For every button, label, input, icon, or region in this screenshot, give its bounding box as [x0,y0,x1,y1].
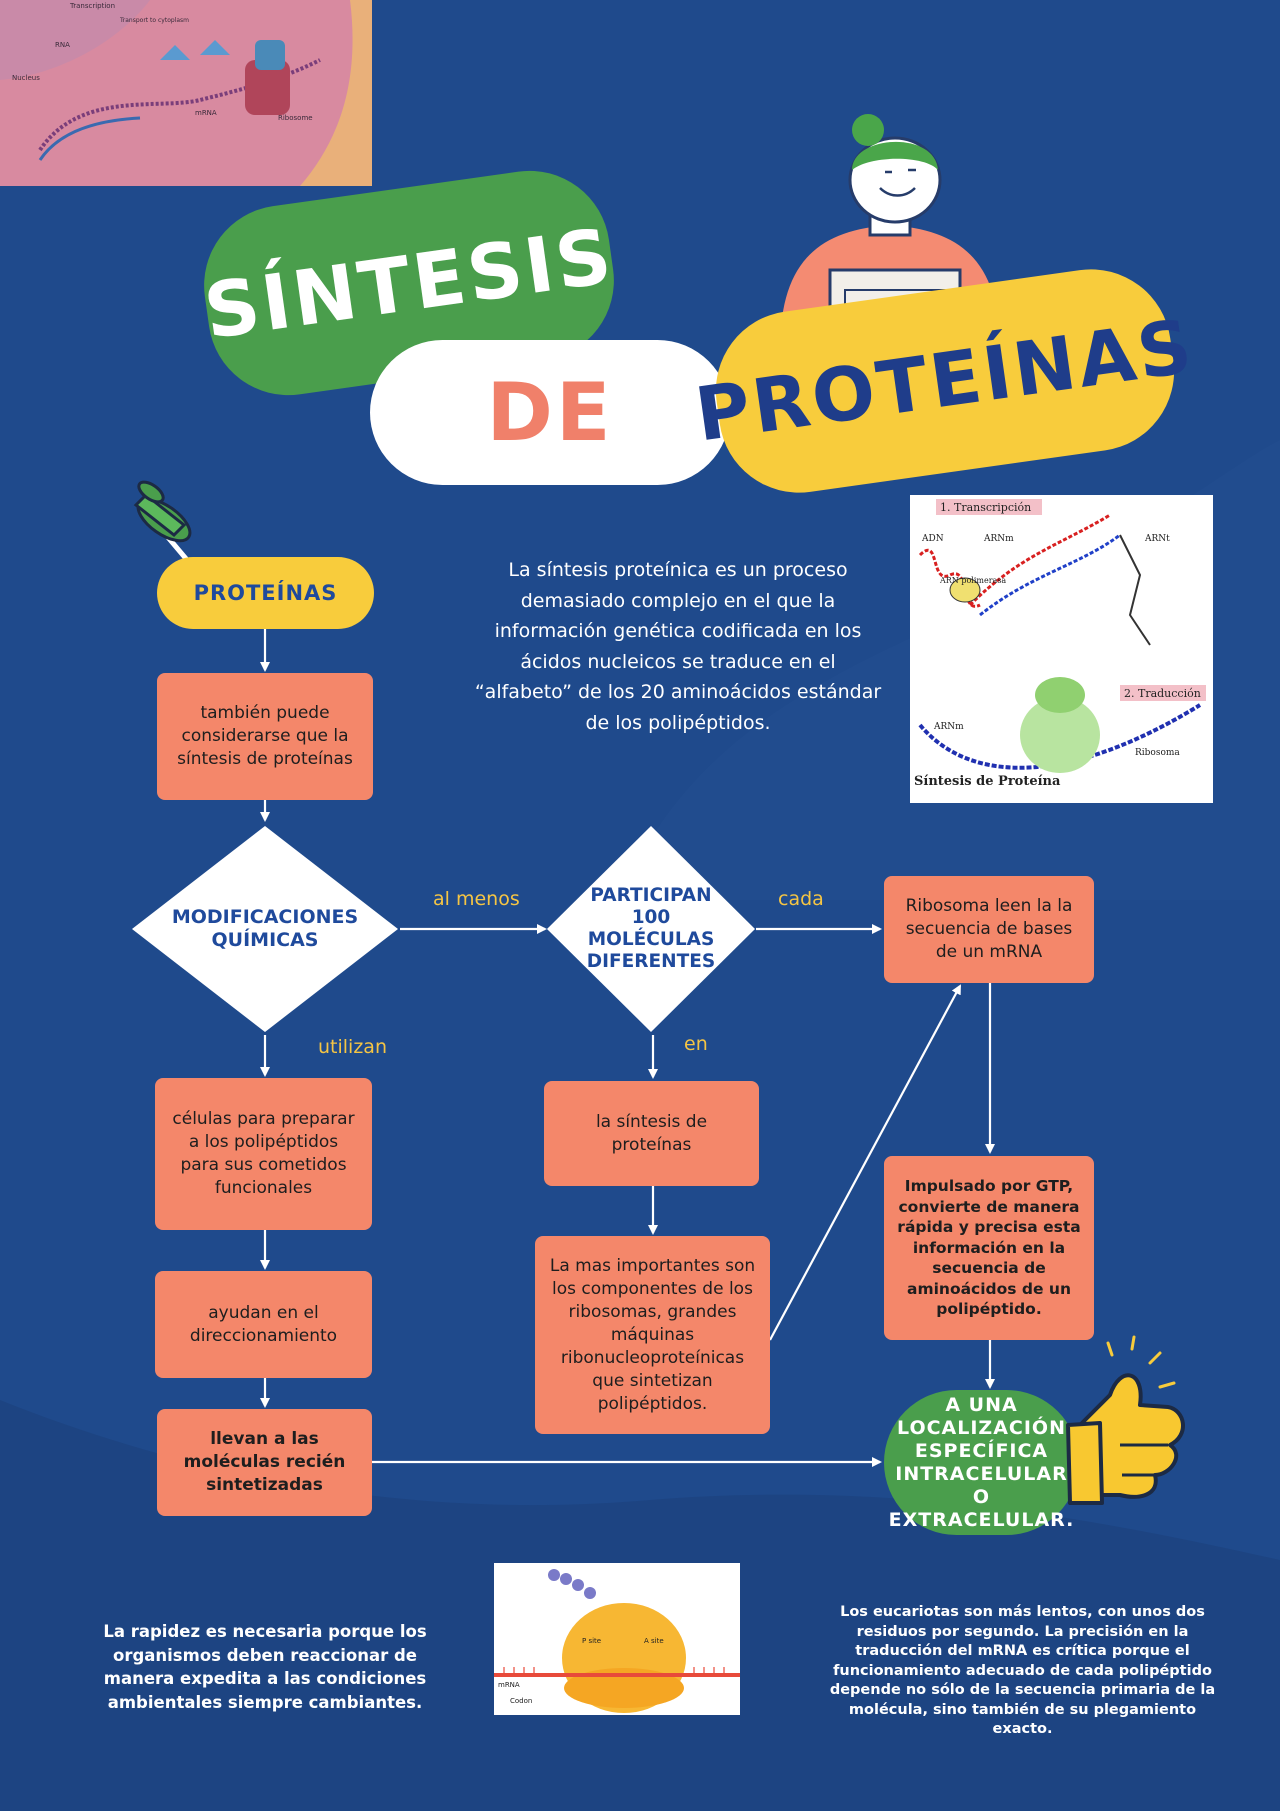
img-caption: Síntesis de Proteína [914,774,1061,789]
img-label: ARNm [983,534,1014,544]
box-llevan: llevan a las moléculas recién sintetizad… [157,1409,372,1516]
label-en: en [684,1033,708,1055]
flow-end-localizacion: A UNA LOCALIZACIÓN ESPECÍFICA INTRACELUL… [884,1390,1079,1535]
ribosome-illustration: P site A site mRNA Codon [494,1563,740,1715]
img-label: P site [582,1637,601,1645]
img-label: A site [644,1637,664,1645]
label-utilizan: utilizan [318,1036,387,1058]
img-label: Ribosoma [1135,748,1180,758]
img-label: ARN polimerasa [939,576,1006,585]
box-mas-importantes: La mas importantes son los componentes d… [535,1236,770,1434]
note-rapidez: La rapidez es necesaria porque los organ… [103,1622,427,1712]
img-label: Transcription [69,2,115,10]
img-label: Codon [510,1697,532,1705]
img-label: mRNA [195,109,217,117]
img-label: ARNm [933,722,964,732]
box-celulas: células para preparar a los polipéptidos… [155,1078,372,1230]
title-word-de: DE [370,340,730,485]
flow-start-text: PROTEÍNAS [193,581,338,605]
img-label: ADN [921,534,944,544]
protein-synthesis-diagram-image: 1. Transcripción 2. Traducción ADN ARNm … [910,495,1213,803]
img-label: Transport to cytoplasm [119,17,189,24]
box-ayudan: ayudan en el direccionamiento [155,1271,372,1378]
ribosome-translation-image: P site A site mRNA Codon [494,1563,740,1715]
box-sintesis-proteinas: la síntesis de proteínas [544,1081,759,1186]
note-eucariotas: Los eucariotas son más lentos, con unos … [829,1604,1216,1737]
img-label: Nucleus [12,74,40,82]
thumbs-up-icon [1066,1335,1185,1505]
cell-illustration: Nucleus RNA Transcription Transport to c… [0,0,372,186]
label-al-menos: al menos [433,888,520,910]
cell-translation-image: Nucleus RNA Transcription Transport to c… [0,0,372,186]
box-tambien-puede: también puede considerarse que la síntes… [157,673,373,800]
img-label: ARNt [1144,534,1170,544]
diamond-modificaciones-quimicas: MODIFICACIONES QUÍMICAS [130,824,400,1034]
diamond-participan-100: PARTICIPAN 100 MOLÉCULAS DIFERENTES [545,824,757,1034]
synthesis-diagram: 1. Transcripción 2. Traducción ADN ARNm … [910,495,1213,803]
label-cada: cada [778,888,824,910]
intro-paragraph: La síntesis proteínica es un proceso dem… [474,559,882,734]
img-label: RNA [55,41,70,49]
img-label: 2. Traducción [1124,687,1201,700]
box-ribosoma-leen: Ribosoma leen la la secuencia de bases d… [884,876,1094,983]
title-de-text: DE [486,366,614,459]
box-impulsado-gtp: Impulsado por GTP, convierte de manera r… [884,1156,1094,1340]
img-label: mRNA [498,1681,520,1689]
diamond2-text: PARTICIPAN 100 MOLÉCULAS DIFERENTES [586,885,716,972]
flow-end-text: A UNA LOCALIZACIÓN ESPECÍFICA INTRACELUL… [888,1393,1075,1531]
img-label: Ribosome [278,114,313,122]
flow-start-proteinas: PROTEÍNAS [157,557,374,629]
img-label: 1. Transcripción [940,501,1031,514]
diamond1-text: MODIFICACIONES QUÍMICAS [171,906,359,951]
